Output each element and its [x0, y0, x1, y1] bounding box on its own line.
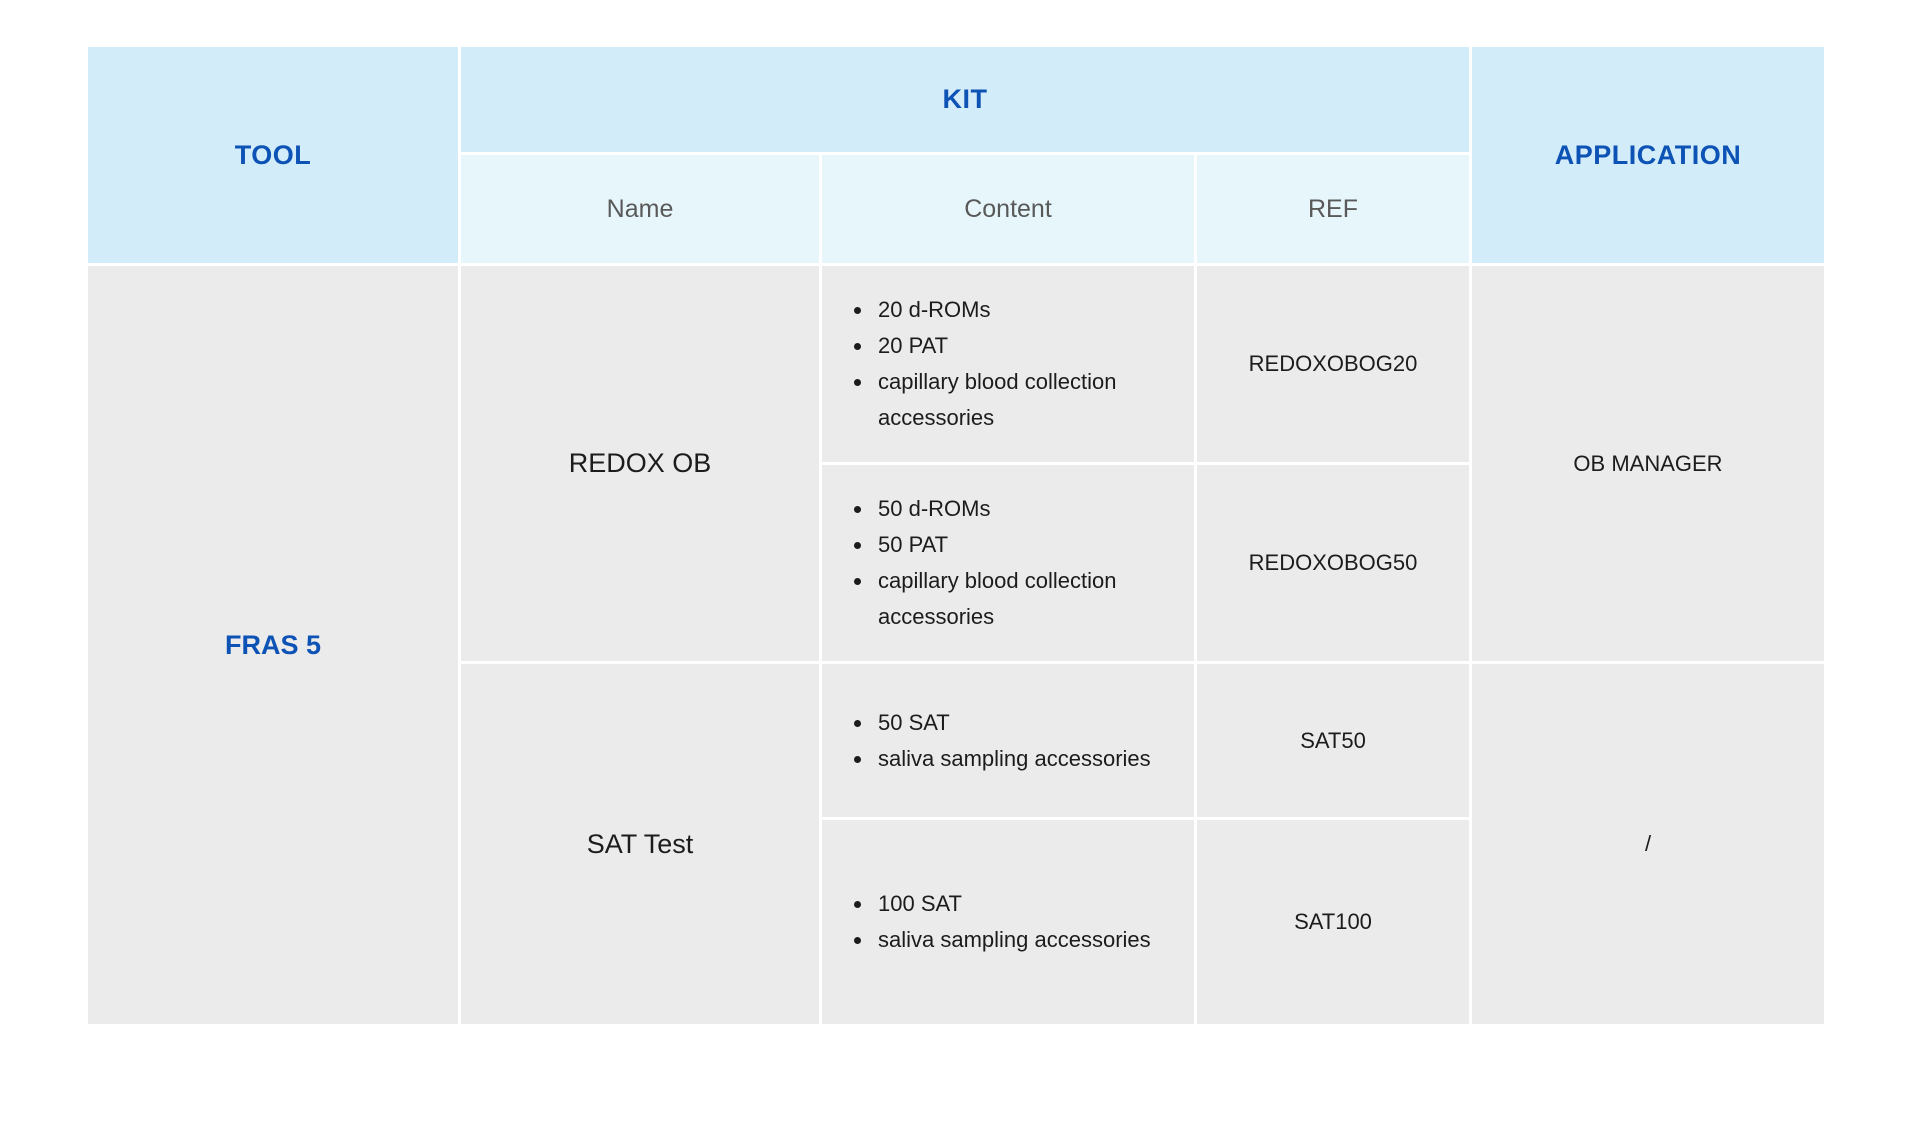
ref-cell: SAT100	[1197, 820, 1469, 1024]
ref-cell: REDOXOBOG20	[1197, 266, 1469, 462]
list-item: capillary blood collection accessories	[874, 563, 1178, 635]
list-item: 20 d-ROMs	[874, 292, 1178, 328]
list-item: 50 SAT	[874, 705, 1178, 741]
tool-cell-fras5: FRAS 5	[88, 266, 458, 1024]
application-cell: /	[1472, 664, 1824, 1024]
table-row: 50 d-ROMs 50 PAT capillary blood collect…	[88, 465, 1824, 661]
subheader-content: Content	[822, 155, 1194, 263]
content-cell: 20 d-ROMs 20 PAT capillary blood collect…	[822, 266, 1194, 462]
table-row: SAT Test 50 SAT saliva sampling accessor…	[88, 664, 1824, 1024]
ref-cell: REDOXOBOG50	[1197, 465, 1469, 661]
header-row: TOOL KIT APPLICATION	[88, 47, 1824, 263]
list-item: 50 d-ROMs	[874, 491, 1178, 527]
list-item: 20 PAT	[874, 328, 1178, 364]
kit-name-cell-sat-test: SAT Test	[461, 664, 819, 1024]
header-tool: TOOL	[88, 47, 458, 263]
content-list: 50 SAT saliva sampling accessories	[822, 705, 1194, 777]
content-list: 100 SAT saliva sampling accessories	[822, 886, 1194, 958]
list-item: saliva sampling accessories	[874, 741, 1178, 777]
content-cell: 50 d-ROMs 50 PAT capillary blood collect…	[822, 465, 1194, 661]
table-row: FRAS 5 REDOX OB 20 d-ROMs 20 PAT capilla…	[88, 266, 1824, 1024]
subheader-name: Name	[461, 155, 819, 263]
content-list: 50 d-ROMs 50 PAT capillary blood collect…	[822, 491, 1194, 635]
application-cell: OB MANAGER	[1472, 266, 1824, 661]
list-item: 50 PAT	[874, 527, 1178, 563]
product-kit-table: TOOL KIT APPLICATION Name Content REF FR…	[85, 44, 1827, 1027]
list-item: saliva sampling accessories	[874, 922, 1178, 958]
ref-cell: SAT50	[1197, 664, 1469, 817]
content-cell: 100 SAT saliva sampling accessories	[822, 820, 1194, 1024]
subheader-row: Name Content REF	[88, 155, 1824, 263]
subheader-ref: REF	[1197, 155, 1469, 263]
table-row: 100 SAT saliva sampling accessories SAT1…	[88, 820, 1824, 1024]
list-item: 100 SAT	[874, 886, 1178, 922]
header-kit: KIT	[461, 47, 1469, 152]
list-item: capillary blood collection accessories	[874, 364, 1178, 436]
header-application: APPLICATION	[1472, 47, 1824, 263]
content-list: 20 d-ROMs 20 PAT capillary blood collect…	[822, 292, 1194, 436]
content-cell: 50 SAT saliva sampling accessories	[822, 664, 1194, 817]
kit-name-cell-redox-ob: REDOX OB	[461, 266, 819, 661]
